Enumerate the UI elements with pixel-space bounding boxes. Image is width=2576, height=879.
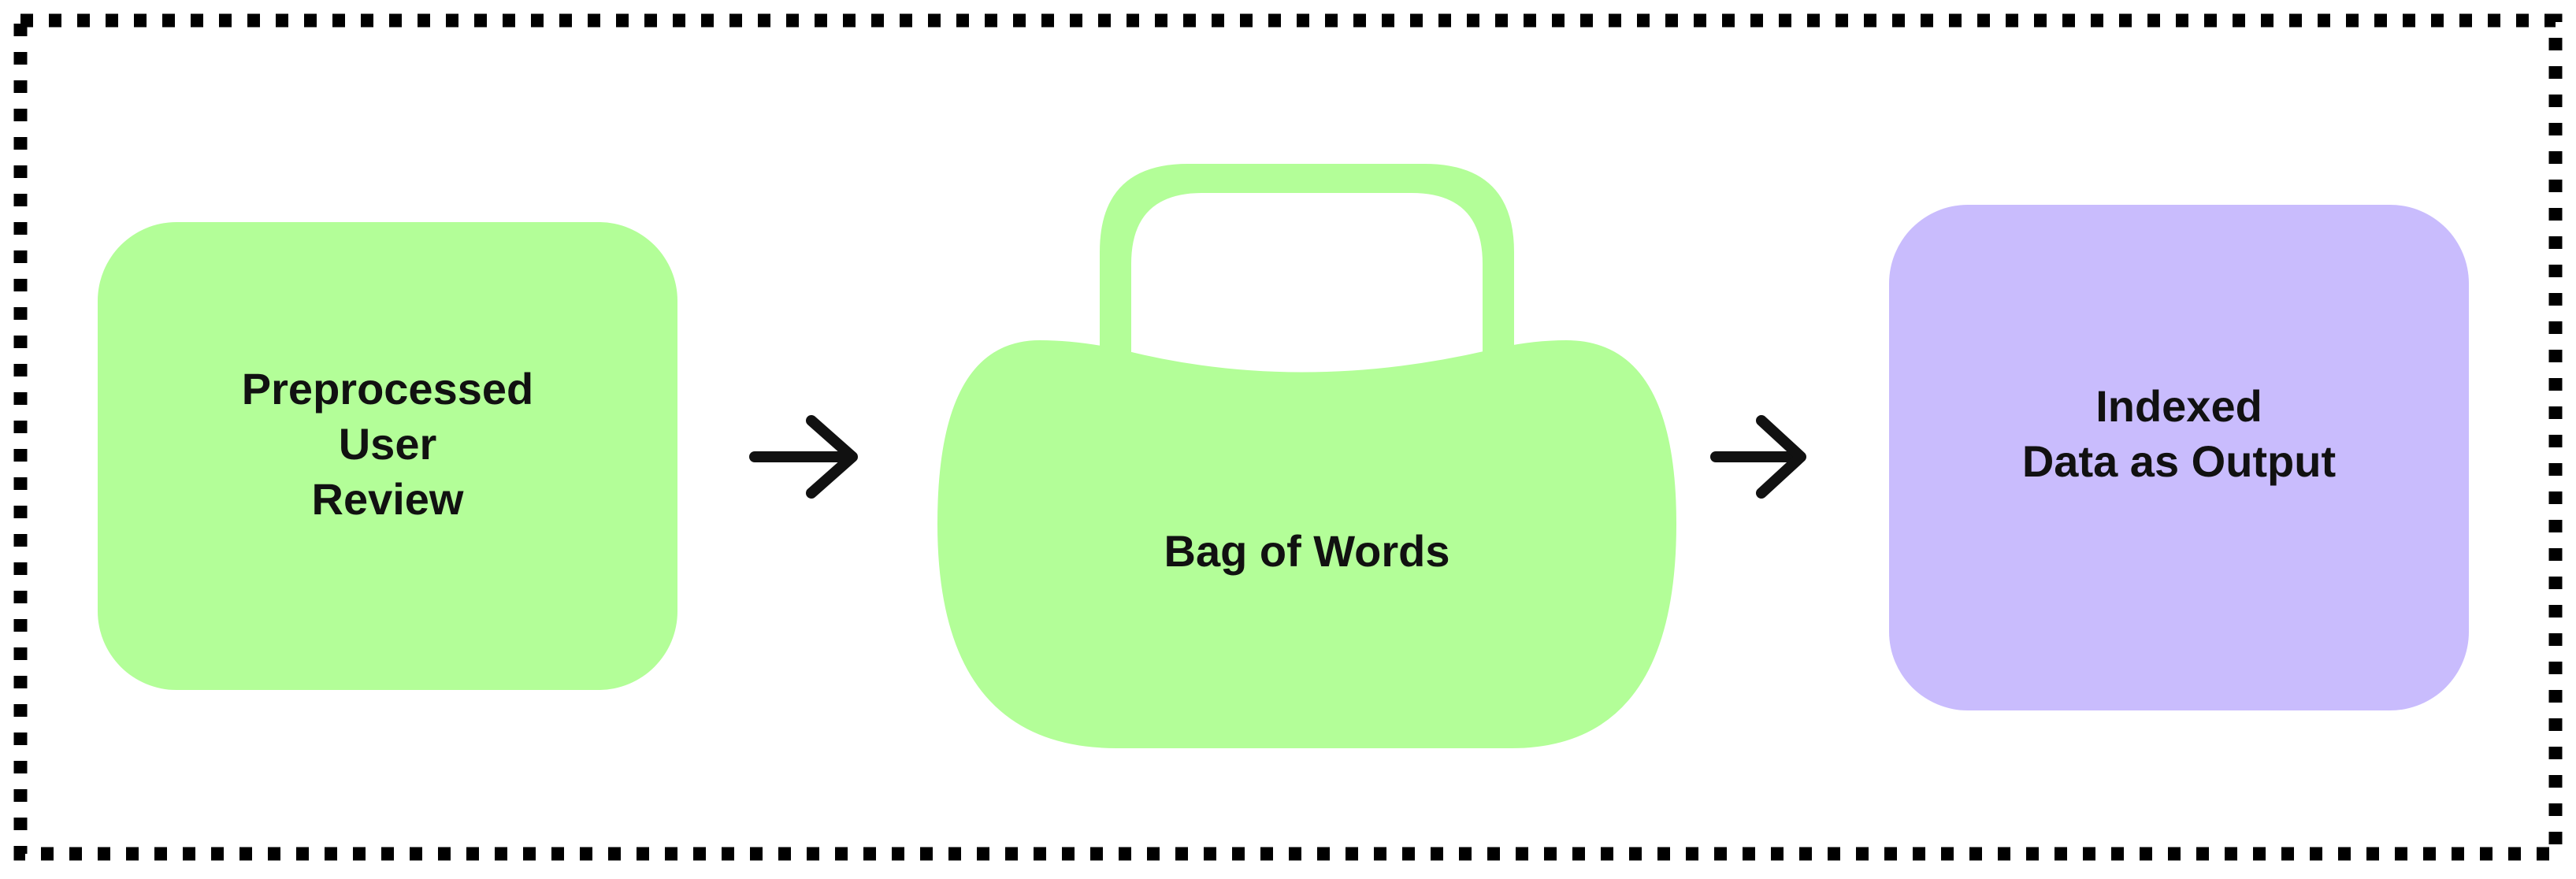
arrow-right-icon <box>749 415 858 499</box>
node-label-preprocessed-user-review: Preprocessed User Review <box>98 222 677 690</box>
bag-icon <box>937 164 1676 748</box>
node-label-line: Indexed <box>2095 381 2262 431</box>
arrow-right-icon <box>1710 415 1806 499</box>
node-label-line: Bag of Words <box>1164 526 1450 576</box>
node-label-line: User <box>338 419 437 469</box>
node-indexed-data-as-output <box>1889 205 2469 710</box>
dashed-frame <box>13 13 2563 861</box>
bag-handle <box>1100 164 1514 358</box>
node-label-line: Review <box>311 474 464 524</box>
node-label-line: Data as Output <box>2021 436 2337 486</box>
node-label-indexed-data-as-output: Indexed Data as Output <box>1889 205 2469 710</box>
node-preprocessed-user-review <box>98 222 677 690</box>
node-label-bag-of-words: Bag of Words <box>937 488 1676 614</box>
node-label-line: Preprocessed <box>241 364 534 414</box>
bag-body <box>937 340 1676 748</box>
